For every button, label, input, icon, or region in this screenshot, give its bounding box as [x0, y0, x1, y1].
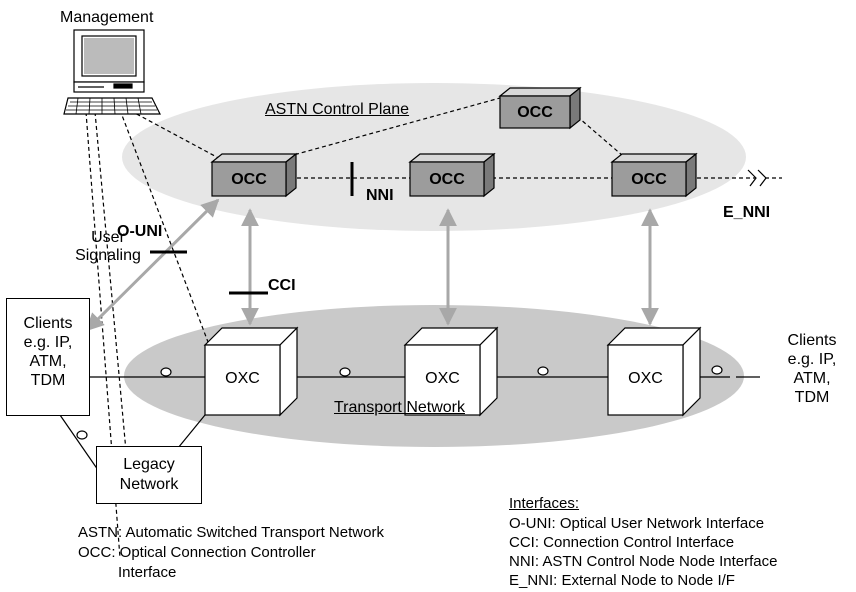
interface-bars [150, 162, 354, 295]
clients-right-line1: Clients [787, 332, 837, 349]
occ-label-1: OCC [231, 171, 267, 188]
clients-left-box: Clients e.g. IP, ATM, TDM [6, 298, 90, 416]
legend-cci: CCI: Connection Control Interface [509, 534, 735, 551]
clients-right-line4: TDM [794, 389, 830, 406]
occ-label-3: OCC [631, 171, 667, 188]
occ-label-2: OCC [429, 171, 465, 188]
clients-left-line4: TDM [30, 372, 66, 389]
nni-label: NNI [366, 187, 394, 204]
legend-occ-line2: Interface [118, 564, 177, 581]
cci-label: CCI [268, 277, 296, 294]
occ-box-1[interactable] [210, 152, 298, 198]
legend-occ-line1: OCC: Optical Connection Controller [78, 544, 316, 561]
management-label: Management [60, 9, 154, 26]
occ-box-3[interactable] [610, 152, 698, 198]
computer-icon [63, 29, 161, 115]
oxc-label-2: OXC [425, 370, 460, 387]
user-signaling-label-line1: User [91, 229, 125, 246]
clients-left-line2: e.g. IP, [23, 334, 73, 351]
legend-o-uni: O-UNI: Optical User Network Interface [509, 515, 765, 532]
legend-e-nni: E_NNI: External Node to Node I/F [509, 572, 735, 589]
legend-interfaces-title: Interfaces: [509, 495, 580, 512]
e-nni-label: E_NNI [723, 204, 771, 221]
oxc-label-1: OXC [225, 370, 260, 387]
clients-left-line3: ATM, [29, 353, 67, 370]
occ-box-4[interactable] [498, 86, 582, 130]
legacy-links [59, 414, 206, 471]
legacy-network-box: Legacy Network [96, 446, 202, 504]
user-signaling-label-line2: Signaling [75, 247, 141, 264]
occ-box-2[interactable] [408, 152, 496, 198]
oxc-box-3[interactable] [606, 326, 702, 417]
oxc-box-2[interactable] [403, 326, 499, 417]
oxc-box-1[interactable] [203, 326, 299, 417]
clients-left-line1: Clients [23, 315, 73, 332]
control-plane-label: ASTN Control Plane [265, 101, 410, 118]
legacy-line2: Network [119, 476, 179, 493]
transport-link-markers [76, 365, 723, 440]
occ-label-4: OCC [517, 104, 553, 121]
legend-nni: NNI: ASTN Control Node Node Interface [509, 553, 778, 570]
e-nni-break [747, 169, 767, 187]
legacy-line1: Legacy [123, 456, 175, 473]
transport-label: Transport Network [334, 399, 465, 416]
control-links [267, 97, 782, 179]
oxc-label-3: OXC [628, 370, 663, 387]
gray-arrows [85, 198, 659, 332]
clients-right-line3: ATM, [793, 370, 831, 387]
legend-astn: ASTN: Automatic Switched Transport Netwo… [78, 524, 384, 541]
o-uni-label: O-UNI [117, 223, 163, 240]
clients-right-line2: e.g. IP, [787, 351, 837, 368]
